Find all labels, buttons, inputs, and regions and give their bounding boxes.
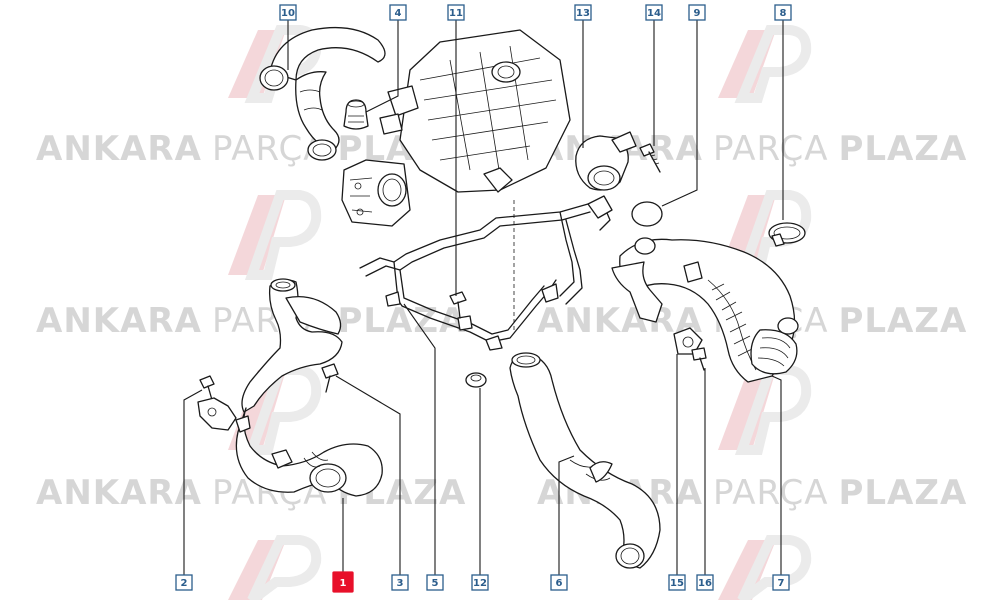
- svg-text:15: 15: [670, 578, 684, 589]
- callout-1[interactable]: 1: [332, 571, 354, 593]
- part-13-air-flow-sensor[interactable]: [575, 131, 637, 191]
- callout-12[interactable]: 12: [471, 574, 489, 591]
- svg-text:2: 2: [181, 578, 188, 589]
- callout-3[interactable]: 3: [391, 574, 409, 591]
- svg-text:13: 13: [576, 8, 590, 19]
- svg-text:1: 1: [340, 578, 347, 589]
- watermark-logo-icon: [228, 535, 322, 600]
- svg-text:10: 10: [281, 8, 295, 19]
- svg-text:11: 11: [449, 8, 463, 19]
- svg-text:5: 5: [432, 578, 439, 589]
- part-10-upper-hose[interactable]: [259, 26, 386, 161]
- part-15-gasket[interactable]: [673, 327, 703, 355]
- svg-text:16: 16: [698, 578, 712, 589]
- watermark-logo-icon: [228, 190, 322, 280]
- callout-5[interactable]: 5: [426, 574, 444, 591]
- svg-text:3: 3: [397, 578, 404, 589]
- part-1-left-intake-hose[interactable]: [235, 278, 383, 497]
- svg-text:9: 9: [694, 8, 701, 19]
- callout-13[interactable]: 13: [574, 4, 592, 21]
- svg-text:14: 14: [647, 8, 661, 19]
- callout-labels: 10 4 11 13 14 9 8 2: [175, 4, 792, 593]
- callout-10[interactable]: 10: [279, 4, 297, 21]
- callout-14[interactable]: 14: [645, 4, 663, 21]
- callout-4[interactable]: 4: [389, 4, 407, 21]
- part-11-bolt[interactable]: [449, 291, 467, 319]
- svg-text:6: 6: [556, 578, 563, 589]
- callout-11[interactable]: 11: [447, 4, 465, 21]
- engine-intake-manifold: [379, 29, 571, 193]
- part-16-bolt[interactable]: [691, 347, 707, 371]
- part-2-bracket[interactable]: [197, 375, 251, 433]
- callout-15[interactable]: 15: [668, 574, 686, 591]
- callout-2[interactable]: 2: [175, 574, 193, 591]
- callout-6[interactable]: 6: [550, 574, 568, 591]
- part-8-hose-clamp[interactable]: [768, 222, 806, 247]
- callout-8[interactable]: 8: [774, 4, 792, 21]
- part-12-grommet[interactable]: [465, 372, 487, 388]
- part-9-o-ring[interactable]: [631, 201, 663, 227]
- leader-lines: [183, 19, 784, 578]
- callout-9[interactable]: 9: [688, 4, 706, 21]
- callout-16[interactable]: 16: [696, 574, 714, 591]
- parts-layer: [197, 26, 806, 569]
- watermark-logo-icon: [718, 25, 812, 103]
- watermark-logo-icon: [718, 365, 812, 455]
- throttle-body: [341, 159, 411, 227]
- part-7-intercooler-hose[interactable]: [611, 237, 799, 383]
- svg-text:8: 8: [780, 8, 787, 19]
- part-14-bolt[interactable]: [639, 143, 661, 173]
- watermark-logo-icon: [718, 535, 812, 600]
- part-4-sensor[interactable]: [343, 99, 369, 130]
- svg-text:7: 7: [778, 578, 785, 589]
- svg-text:4: 4: [395, 8, 402, 19]
- part-6-lower-hose[interactable]: [509, 352, 661, 569]
- part-3-bolt[interactable]: [321, 363, 339, 393]
- svg-text:12: 12: [473, 578, 487, 589]
- callout-7[interactable]: 7: [772, 574, 790, 591]
- part-5-bracket-pipe[interactable]: [359, 195, 613, 351]
